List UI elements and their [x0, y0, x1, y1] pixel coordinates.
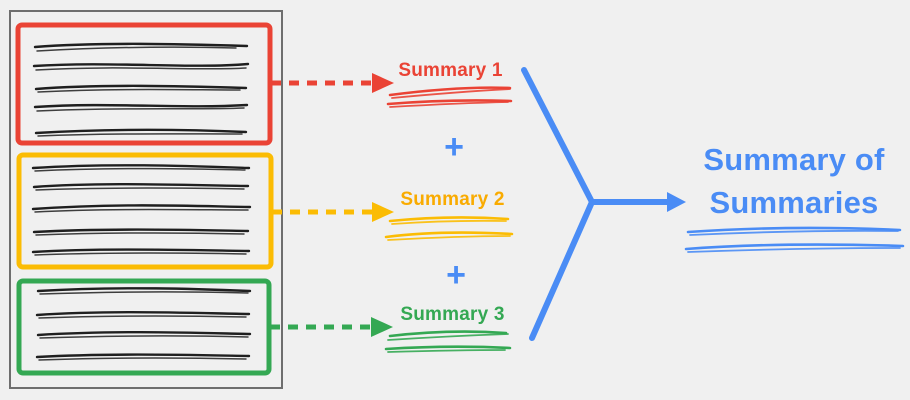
document-section-1-box	[15, 22, 273, 146]
summary-3-scribble	[384, 330, 512, 353]
result-label-line-1: Summary of	[703, 142, 885, 177]
result-label: Summary of Summaries	[676, 138, 910, 224]
section-2-handwritten-lines	[31, 164, 252, 256]
summary-2-label: Summary 2	[400, 189, 505, 210]
summary-2-scribble	[384, 216, 514, 241]
source-document-outline	[9, 10, 283, 389]
result-scribble	[684, 226, 905, 253]
section-3-handwritten-lines	[35, 287, 252, 361]
summary-1-label: Summary 1	[398, 60, 503, 81]
merge-connector	[521, 67, 670, 341]
section-1-handwritten-lines	[32, 42, 250, 137]
summary-3-label: Summary 3	[400, 304, 505, 325]
merge-arrowhead-icon	[667, 192, 686, 212]
result-label-line-2: Summaries	[709, 185, 879, 220]
plus-operator-2: +	[446, 256, 466, 294]
summary-1-scribble	[386, 86, 513, 108]
document-section-3-box	[16, 278, 272, 376]
dashed-arrow-1-icon	[271, 73, 394, 93]
document-section-2-box	[16, 152, 274, 270]
plus-operator-1: +	[444, 128, 464, 166]
dashed-arrow-3-icon	[270, 317, 393, 337]
dashed-arrow-2-icon	[272, 202, 394, 222]
